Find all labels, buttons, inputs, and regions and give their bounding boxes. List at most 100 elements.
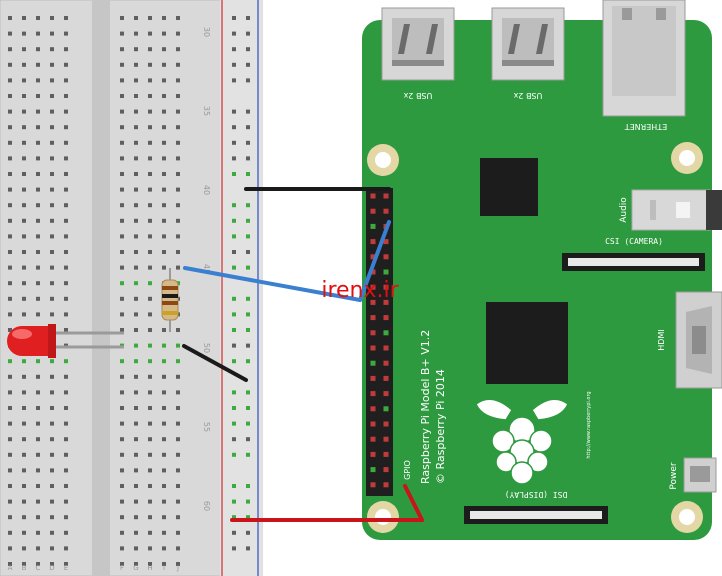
breadboard-hole — [176, 374, 180, 379]
breadboard-hole — [50, 515, 54, 520]
breadboard-hole — [64, 47, 68, 52]
row-label: 40 — [202, 185, 211, 195]
breadboard-hole — [50, 31, 54, 36]
breadboard-hole — [36, 78, 40, 83]
rail-hole — [232, 343, 236, 348]
breadboard-hole — [22, 390, 26, 395]
breadboard-hole — [22, 406, 26, 410]
gpio-pin — [370, 436, 376, 442]
row-label: 60 — [202, 501, 211, 511]
breadboard-hole — [36, 406, 40, 410]
breadboard-hole — [162, 156, 166, 161]
breadboard-hole — [176, 78, 180, 83]
rail-hole — [246, 125, 250, 130]
breadboard-hole — [36, 499, 40, 504]
breadboard-hole — [162, 234, 166, 239]
gpio-pin — [370, 239, 376, 245]
breadboard-hole — [120, 530, 124, 535]
breadboard-hole — [120, 109, 124, 114]
breadboard-hole — [134, 62, 138, 67]
breadboard-hole — [120, 203, 124, 208]
breadboard-hole — [162, 530, 166, 535]
breadboard-hole — [176, 172, 180, 176]
gpio-pin — [370, 421, 376, 427]
rail-hole — [232, 203, 236, 208]
breadboard-hole — [148, 406, 152, 410]
breadboard-hole — [148, 421, 152, 426]
breadboard-hole — [134, 156, 138, 161]
breadboard-hole — [134, 343, 138, 348]
breadboard-hole — [8, 203, 12, 208]
breadboard-hole — [148, 125, 152, 130]
gpio-pin — [370, 299, 376, 305]
breadboard-hole — [148, 172, 152, 176]
breadboard-hole — [8, 187, 12, 192]
breadboard-hole — [50, 281, 54, 286]
gpio-pin — [383, 193, 389, 199]
breadboard-hole — [148, 16, 152, 20]
breadboard-hole — [162, 218, 166, 223]
gpio-pin — [370, 391, 376, 397]
breadboard-hole — [162, 125, 166, 130]
breadboard-hole — [148, 203, 152, 208]
breadboard-hole — [176, 562, 180, 566]
gpio-pin — [370, 269, 376, 275]
breadboard-hole — [8, 437, 12, 442]
breadboard-hole — [120, 125, 124, 130]
breadboard-hole — [176, 218, 180, 223]
breadboard-hole — [148, 156, 152, 161]
breadboard-hole — [36, 562, 40, 566]
rail-hole — [232, 234, 236, 239]
breadboard-hole — [120, 78, 124, 83]
gpio-pin — [370, 451, 376, 457]
breadboard-hole — [64, 359, 68, 364]
row-label: 50 — [202, 343, 211, 353]
breadboard-hole — [22, 172, 26, 176]
breadboard-hole — [134, 234, 138, 239]
breadboard-hole — [50, 390, 54, 395]
mounting-holes — [367, 142, 703, 533]
gpio-pin — [370, 315, 376, 321]
breadboard-hole — [176, 156, 180, 161]
breadboard-hole — [148, 94, 152, 98]
breadboard-hole — [36, 172, 40, 176]
rail-hole — [246, 546, 250, 551]
breadboard-hole — [134, 546, 138, 551]
rail-hole — [232, 62, 236, 67]
breadboard-hole — [64, 484, 68, 488]
breadboard-hole — [50, 203, 54, 208]
breadboard-hole — [22, 484, 26, 488]
breadboard-hole — [8, 484, 12, 488]
breadboard-hole — [22, 156, 26, 161]
gpio-pin — [383, 421, 389, 427]
breadboard-hole — [8, 312, 12, 317]
breadboard-hole — [134, 328, 138, 332]
gpio-pin — [370, 406, 376, 412]
breadboard-hole — [22, 530, 26, 535]
breadboard-hole — [148, 234, 152, 239]
breadboard-hole — [36, 546, 40, 551]
breadboard-hole — [36, 94, 40, 98]
breadboard-hole — [36, 109, 40, 114]
gpio-pin — [370, 223, 376, 229]
breadboard-hole — [64, 390, 68, 395]
breadboard-hole — [134, 47, 138, 52]
breadboard-hole — [162, 78, 166, 83]
rail-hole — [246, 343, 250, 348]
hdmi-port — [675, 291, 722, 389]
column-letter: A — [8, 564, 13, 572]
rail-hole — [232, 390, 236, 395]
breadboard-hole — [36, 218, 40, 223]
gpio-pin — [383, 208, 389, 214]
breadboard-hole — [36, 62, 40, 67]
breadboard-hole — [148, 343, 152, 348]
gpio-pin — [370, 330, 376, 336]
rail-hole — [232, 156, 236, 161]
breadboard-hole — [50, 94, 54, 98]
breadboard-hole — [176, 140, 180, 145]
breadboard-hole — [162, 328, 166, 332]
breadboard-hole — [148, 452, 152, 457]
watermark-text: irenx.ir — [321, 278, 399, 303]
breadboard-hole — [134, 109, 138, 114]
rail-hole — [232, 421, 236, 426]
